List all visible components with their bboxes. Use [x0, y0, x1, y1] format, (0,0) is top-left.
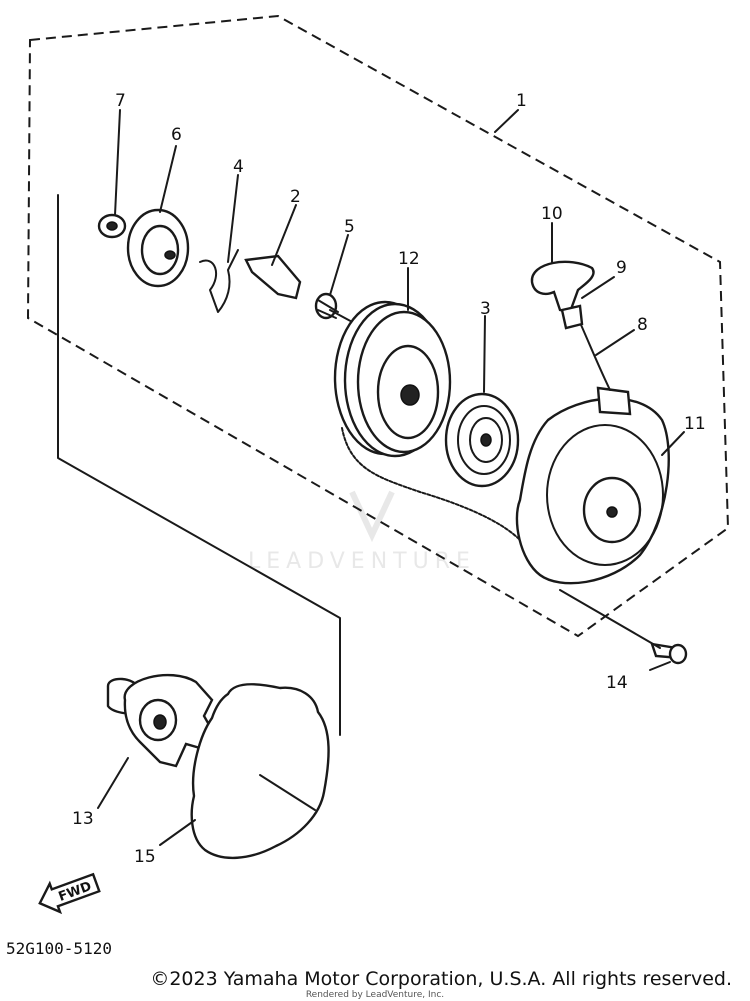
callout-11: 11 — [684, 414, 706, 434]
watermark-text: LEADVENTURE — [248, 549, 476, 574]
sheave-drum-part-12 — [333, 300, 452, 458]
rendered-by-notice: Rendered by LeadVenture, Inc. — [305, 990, 445, 1000]
rope-part-8 — [577, 317, 611, 391]
diagram-code: 52G100-5120 — [6, 939, 112, 958]
callout-numbers: 1 2 3 4 5 6 7 8 9 10 11 12 13 14 15 — [72, 91, 706, 867]
watermark: LEADVENTURE — [248, 490, 476, 574]
callout-1: 1 — [516, 91, 527, 111]
leader-lines — [97, 109, 685, 846]
callout-2: 2 — [290, 187, 301, 207]
spring-part-5 — [314, 292, 339, 320]
starter-handle-part-10 — [530, 260, 595, 330]
callout-10: 10 — [541, 204, 563, 224]
recoil-rope — [341, 427, 521, 541]
spiral-spring-part-3 — [444, 392, 520, 488]
assembly-outline — [26, 14, 730, 638]
handle-grip-part-9 — [560, 304, 584, 330]
fwd-arrow: FWD — [38, 872, 101, 915]
callout-3: 3 — [480, 299, 491, 319]
callout-13: 13 — [72, 809, 94, 829]
callout-7: 7 — [115, 91, 126, 111]
drive-pulley-part-13 — [106, 673, 214, 768]
spring-part-4 — [199, 249, 239, 313]
lower-outline — [57, 194, 341, 736]
callout-15: 15 — [134, 847, 156, 867]
starter-case-part-11 — [515, 386, 670, 585]
bolt-leader — [559, 589, 661, 649]
callout-5: 5 — [344, 217, 355, 237]
callout-9: 9 — [616, 258, 627, 278]
drive-plate-part-6 — [126, 208, 190, 288]
gasket-inner-mark — [259, 774, 316, 811]
callout-14: 14 — [606, 673, 628, 693]
copyright-notice: ©2023 Yamaha Motor Corporation, U.S.A. A… — [150, 968, 732, 990]
callout-6: 6 — [171, 125, 182, 145]
callout-4: 4 — [233, 157, 244, 177]
callout-8: 8 — [637, 315, 648, 335]
gasket-part-15 — [190, 683, 330, 860]
nut-part-7 — [97, 213, 127, 239]
pawl-part-2 — [244, 254, 302, 300]
callout-12: 12 — [398, 249, 420, 269]
